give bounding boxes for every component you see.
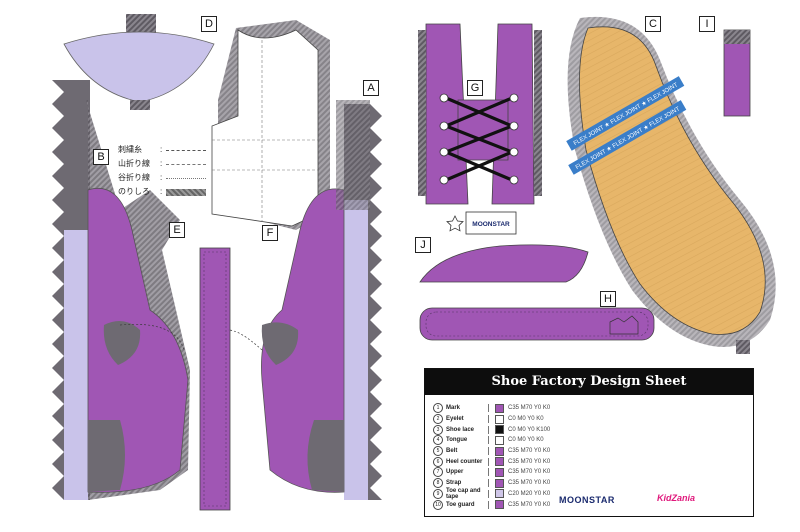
part-color-code: C0 M0 Y0 K100 <box>508 426 551 433</box>
moonstar-logo: MOONSTAR <box>559 495 615 505</box>
label-h: H <box>600 291 616 307</box>
label-e: E <box>169 222 185 238</box>
part-number: 2 <box>433 414 443 425</box>
part-color-code: C0 M0 Y0 K0 <box>508 437 544 444</box>
color-swatch <box>495 425 504 435</box>
part-color-code: C35 M70 Y0 K0 <box>508 405 551 412</box>
part-name: Tongue <box>446 437 468 444</box>
part-number: 5 <box>433 446 443 457</box>
mountain-fold-icon <box>166 163 207 165</box>
part-g-lace-panel <box>418 23 542 205</box>
glue-area-icon <box>166 188 207 196</box>
part-name: Toe cap and tape <box>446 487 481 500</box>
color-swatch <box>495 414 504 424</box>
kidzania-logo: KidZania <box>657 493 696 503</box>
part-d-tongue <box>63 14 215 110</box>
label-a: A <box>363 80 379 96</box>
part-number: 9 <box>433 488 443 499</box>
part-number: 10 <box>433 499 443 510</box>
legend-row-valley: 谷折り線: <box>118 171 207 185</box>
color-swatch <box>495 403 504 413</box>
part-name: Mark <box>446 405 461 412</box>
part-name: Eyelet <box>446 416 464 423</box>
part-f-tongue-body <box>211 20 330 230</box>
part-number: 8 <box>433 478 443 489</box>
label-c: C <box>645 16 661 32</box>
legend-row-stitch: 刺繍糸: <box>118 143 207 157</box>
part-color-code: C20 M20 Y0 K0 <box>508 490 551 497</box>
part-number: 7 <box>433 467 443 478</box>
color-swatch <box>495 489 504 499</box>
part-number: 1 <box>433 403 443 414</box>
part-color-code: C35 M70 Y0 K0 <box>508 458 551 465</box>
part-i-tab <box>723 29 751 117</box>
moonstar-tab: MOONSTAR <box>446 211 517 235</box>
label-d: D <box>201 16 217 32</box>
legend-mountain-label: 山折り線 <box>118 159 150 168</box>
fold-legend-text: 刺繍糸: 山折り線: 谷折り線: のりしろ: <box>118 143 207 199</box>
part-number: 4 <box>433 435 443 446</box>
part-b-left-side <box>52 80 190 500</box>
label-f: F <box>262 225 278 241</box>
color-swatch <box>495 446 504 456</box>
color-swatch <box>495 467 504 477</box>
label-b: B <box>93 149 109 165</box>
valley-fold-icon <box>166 177 207 179</box>
legend-glue-label: のりしろ <box>118 187 150 196</box>
part-number: 6 <box>433 456 443 467</box>
legend-stitch-label: 刺繍糸 <box>118 145 142 154</box>
part-color-code: C0 M0 Y0 K0 <box>508 416 544 423</box>
part-name: Upper <box>446 469 464 476</box>
legend-row-mountain: 山折り線: <box>118 157 207 171</box>
label-i: I <box>699 16 715 32</box>
stitch-line-icon <box>166 149 207 151</box>
part-color-code: C35 M70 Y0 K0 <box>508 501 551 508</box>
part-name: Heel counter <box>446 458 483 465</box>
color-swatch <box>495 435 504 445</box>
part-color-code: C35 M70 Y0 K0 <box>508 448 551 455</box>
part-name: Belt <box>446 448 458 455</box>
color-swatch <box>495 457 504 467</box>
legend-row-glue: のりしろ: <box>118 185 207 199</box>
part-a-right-side <box>227 100 382 500</box>
star-icon <box>446 215 464 232</box>
legend-valley-label: 谷折り線 <box>118 173 150 182</box>
part-name: Toe guard <box>446 501 475 508</box>
part-e-strap <box>199 247 231 511</box>
tab-logo-text: MOONSTAR <box>472 221 510 228</box>
part-name: Strap <box>446 480 462 487</box>
label-j: J <box>415 237 431 253</box>
part-c-sole: FLEX JOINT ★ FLEX JOINT ★ FLEX JOINT FLE… <box>566 16 776 354</box>
part-color-code: C35 M70 Y0 K0 <box>508 480 551 487</box>
part-h-belt <box>419 307 655 341</box>
design-sheet-title: Shoe Factory Design Sheet <box>425 369 753 395</box>
color-swatch <box>495 500 504 510</box>
part-number: 3 <box>433 424 443 435</box>
part-color-code: C35 M70 Y0 K0 <box>508 469 551 476</box>
part-j-heel-counter <box>419 244 589 283</box>
color-swatch <box>495 478 504 488</box>
label-g: G <box>467 80 483 96</box>
part-name: Shoe lace <box>446 426 475 433</box>
